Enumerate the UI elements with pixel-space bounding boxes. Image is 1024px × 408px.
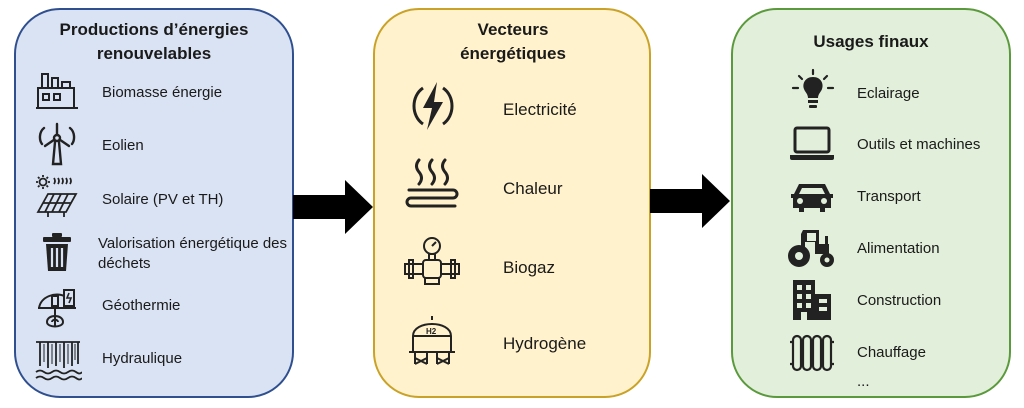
vecteurs-item-label: Biogaz — [503, 258, 555, 277]
productions-item-label: Eolien — [102, 137, 144, 154]
usages-panel: Usages finaux Eclairage Outils et machin… — [731, 8, 1011, 398]
usages-ellipsis: ... — [857, 373, 870, 390]
usages-item-label: Eclairage — [857, 85, 920, 102]
productions-title: Productions d’énergies renouvelables — [59, 20, 249, 63]
flow-arrow-right-icon — [650, 174, 730, 228]
productions-item-label: Hydraulique — [102, 350, 183, 367]
laptop-icon — [790, 126, 834, 160]
productions-item-label: Géothermie — [102, 297, 181, 314]
usages-title: Usages finaux — [813, 32, 929, 51]
productions-item-label: Biomasse énergie — [102, 84, 223, 101]
productions-item-label: Valorisation énergétique des déchets — [98, 235, 288, 272]
tank-mark-text: H2 — [426, 327, 437, 336]
usages-item-label: Outils et machines — [857, 136, 981, 153]
productions-panel: Productions d’énergies renouvelables Bio… — [14, 8, 294, 398]
solar-panel-icon — [36, 175, 78, 217]
car-icon — [791, 184, 833, 212]
usages-item-label: Alimentation — [857, 240, 940, 257]
productions-item-label: Solaire (PV et TH) — [102, 191, 224, 208]
vecteurs-title: Vecteurs énergétiques — [460, 20, 566, 63]
geothermal-icon — [38, 289, 76, 328]
usages-item-label: Chauffage — [857, 344, 926, 361]
vecteurs-panel: Vecteurs énergétiques Electricité Chaleu… — [373, 8, 651, 398]
gas-pipe-gauge-icon — [404, 237, 460, 285]
buildings-icon — [793, 280, 831, 320]
vecteurs-item-label: Electricité — [503, 100, 577, 119]
tractor-icon — [788, 230, 834, 267]
wind-turbine-icon — [38, 122, 76, 166]
trash-bin-icon — [43, 233, 71, 271]
flow-arrow-right-icon — [293, 180, 373, 234]
light-bulb-icon — [791, 68, 835, 108]
radiator-icon — [790, 334, 834, 372]
waterfall-dam-icon — [35, 341, 82, 381]
usages-item-label: Transport — [857, 188, 921, 205]
vecteurs-item-label: Chaleur — [503, 179, 563, 198]
biomass-plant-icon — [36, 73, 78, 109]
heat-waves-icon — [405, 158, 459, 208]
lightning-bolt-icon — [412, 82, 454, 130]
vecteurs-item-label: Hydrogène — [503, 334, 587, 353]
usages-item-label: Construction — [857, 292, 942, 309]
hydrogen-tank-icon: H2 — [409, 316, 455, 365]
